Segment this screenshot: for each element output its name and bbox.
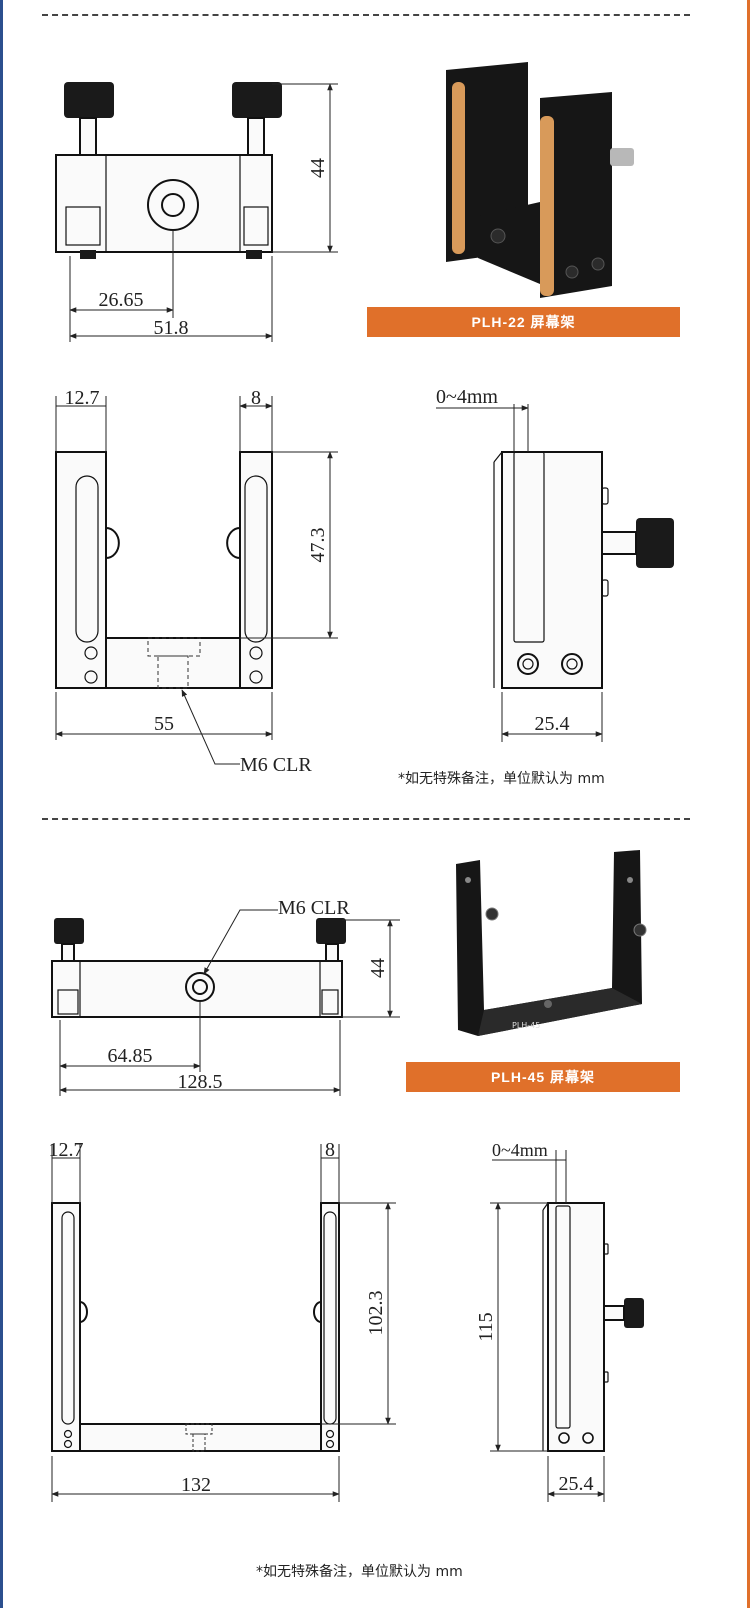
side-knob-icon: [636, 518, 674, 568]
right-edge-stripe: [747, 0, 750, 1608]
hole-callout: M6 CLR: [240, 754, 312, 776]
dim-height: 44: [367, 958, 389, 978]
dim-width: 128.5: [178, 1071, 223, 1093]
dim-side-height: 115: [475, 1312, 497, 1341]
dim-front-width: 55: [154, 713, 174, 735]
plh45-front-view: [51, 1144, 396, 1502]
dim-width: 51.8: [154, 317, 189, 339]
plh22-product-photo: [446, 62, 634, 298]
dim-depth: 25.4: [535, 713, 570, 735]
unit-note: *如无特殊备注，单位默认为 mm: [398, 771, 605, 787]
hole-callout: M6 CLR: [278, 897, 350, 919]
dim-hole-offset: 26.65: [99, 289, 144, 311]
left-knob-icon: [54, 918, 84, 944]
photo-label: PLH-45: [512, 1021, 540, 1030]
section-separator-top: [42, 14, 690, 16]
dim-depth: 25.4: [559, 1473, 594, 1495]
dim-inner-height: 47.3: [307, 528, 329, 563]
dim-right-wall: 8: [325, 1139, 335, 1161]
dim-left-wall: 12.7: [65, 387, 100, 409]
unit-note: *如无特殊备注，单位默认为 mm: [256, 1564, 463, 1580]
plh45-product-photo: PLH-45: [456, 850, 647, 1036]
dim-gap: 0~4mm: [436, 386, 498, 408]
dim-right-wall: 8: [251, 387, 261, 409]
right-knob-icon: [232, 82, 282, 118]
plh22-top-body: [55, 154, 273, 253]
side-knob-icon: [624, 1298, 644, 1328]
dim-front-width: 132: [181, 1474, 211, 1496]
plh45-side-view: [490, 1150, 644, 1502]
plh22-front-view: [55, 396, 338, 765]
plh45-top-body: [51, 960, 343, 1018]
dim-hole-offset: 64.85: [108, 1045, 153, 1067]
plh22-top-view: [55, 82, 338, 342]
section-separator-middle: [42, 818, 690, 820]
plh22-side-view: [436, 404, 674, 742]
plh45-top-view: [51, 909, 400, 1096]
right-knob-icon: [316, 918, 346, 944]
left-knob-icon: [64, 82, 114, 118]
left-edge-stripe: [0, 0, 3, 1608]
dim-left-wall: 12.7: [49, 1139, 84, 1161]
dim-height: 44: [307, 158, 329, 178]
dim-gap: 0~4mm: [492, 1140, 548, 1160]
dim-inner-height: 102.3: [365, 1291, 387, 1336]
plh22-banner: PLH-22 屏幕架: [367, 307, 680, 337]
plh45-banner: PLH-45 屏幕架: [406, 1062, 680, 1092]
